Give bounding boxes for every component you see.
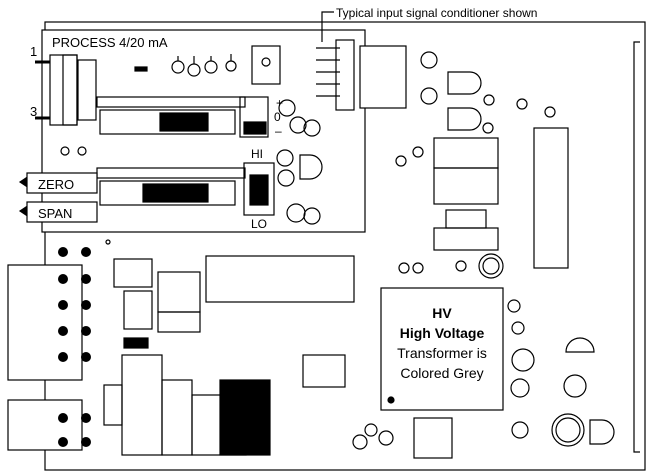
input-relay [77,59,97,121]
heatsink-block [219,379,271,456]
zero-adjust-label-box [26,172,98,194]
capacitor-group-bottom [352,299,615,450]
conditioner-ic-chip [251,45,281,85]
main-board-outline [44,21,646,471]
callout-text: Typical input signal conditioner shown [336,6,537,20]
dip-switch-bottom [99,180,236,206]
callout-leader [321,11,334,42]
microcontroller-chip [533,127,569,269]
small-ic-left [302,354,346,388]
terminal-pins [58,247,91,447]
hv-transformer [380,287,504,411]
power-module [205,255,355,303]
power-capacitor [121,354,163,456]
conditioner-title: PROCESS 4/20 mA [52,35,168,50]
power-relay-small [113,258,153,288]
pin-3-label: 3 [30,104,37,119]
jumper-plus-label: + [276,96,283,110]
terminal-screw-strip [62,54,78,126]
edge-connector [633,41,640,453]
pin-1-label: 1 [30,44,37,59]
range-jumper-block [239,96,269,138]
transformer-title: HV [432,305,452,321]
hi-label: HI [251,147,263,161]
transformer-subtitle: High Voltage [400,325,485,341]
dip-switch-top [99,109,236,135]
lo-label: LO [251,217,267,231]
span-adjust-label-box [26,201,98,223]
span-label: SPAN [38,206,72,221]
zero-label: ZERO [38,177,74,192]
inductor-stack [433,137,499,251]
capacitor-group-top [420,51,556,134]
jumper-zero-label: 0 [274,110,281,124]
header-ic [359,45,407,109]
transformer-note-line1: Transformer is [397,345,487,361]
header-strip-top [96,96,246,108]
transformer-note-line2: Colored Grey [400,365,483,381]
jumper-minus-label: – [275,124,282,138]
hi-lo-jumper [243,162,275,216]
power-terminal-blocks [7,264,83,451]
small-ic-bottom [413,417,453,459]
output-header-pins [316,39,355,111]
